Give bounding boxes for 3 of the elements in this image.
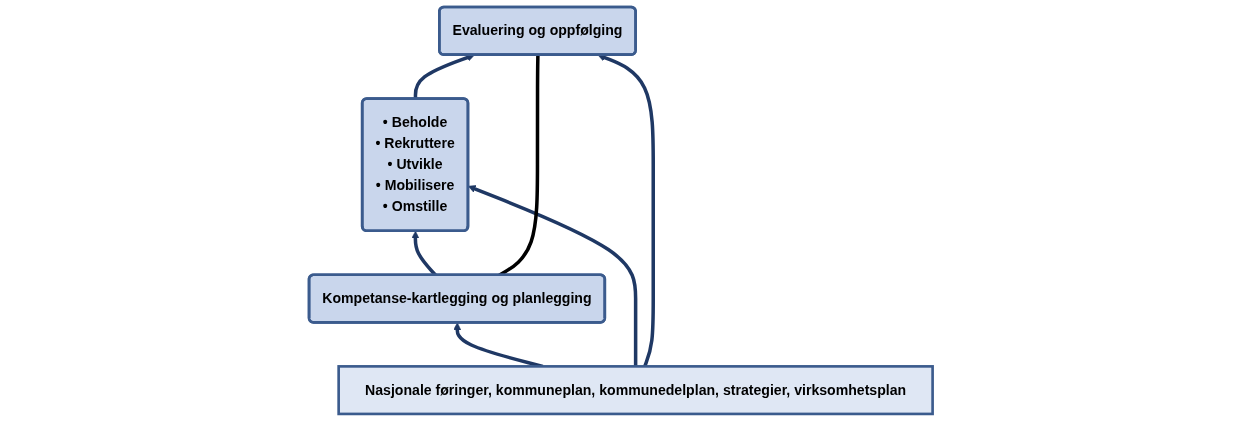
arrow — [468, 185, 638, 367]
node-box: Nasjonale føringer, kommuneplan, kommunedelplan, strategier, virksomhetsplan — [337, 365, 935, 416]
arrow — [597, 54, 656, 367]
